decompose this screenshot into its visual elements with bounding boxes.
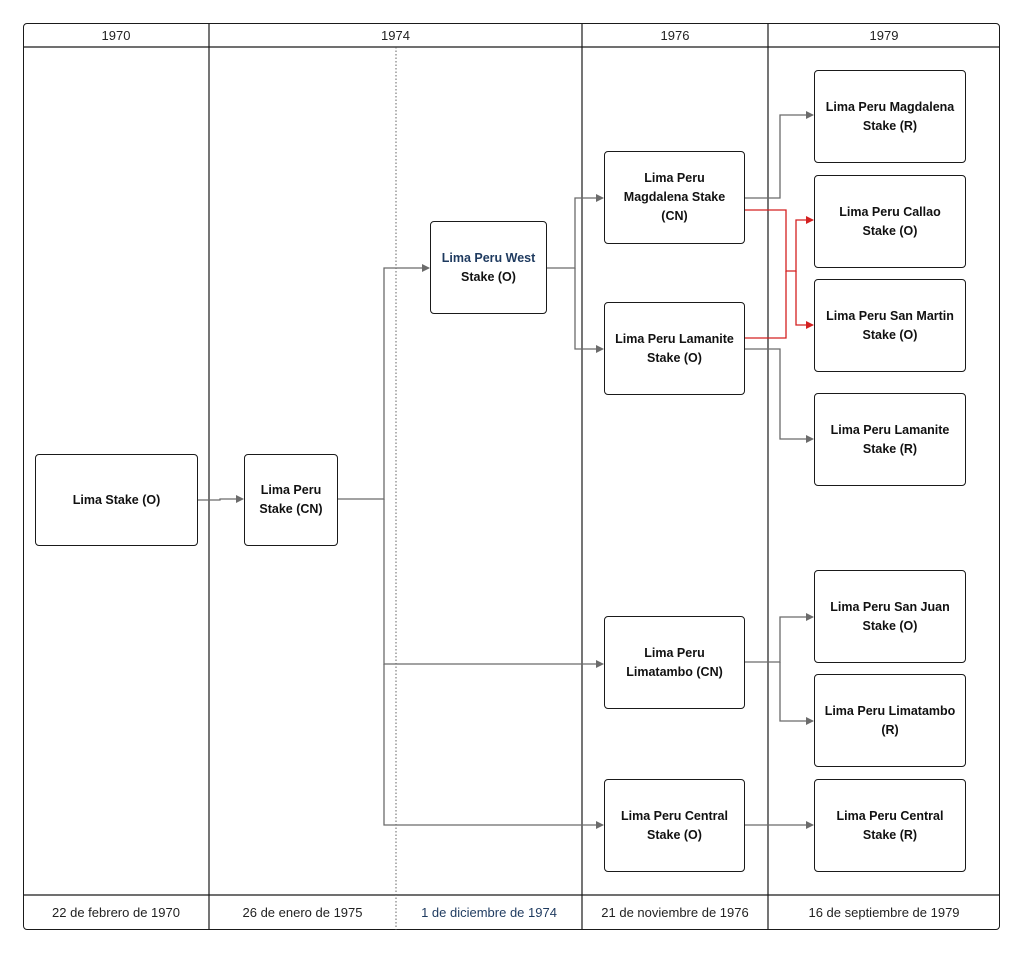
connector-magdalena-to-magdalena-r bbox=[745, 111, 814, 199]
node-magdalena-cn[interactable]: Lima Peru Magdalena Stake (CN) bbox=[604, 151, 745, 244]
node-lima-peru-stake[interactable]: Lima Peru Stake (CN) bbox=[244, 454, 338, 546]
connector-lamanite-to-lamanite-r bbox=[745, 348, 814, 443]
node-label: Lima Peru Magdalena Stake (CN) bbox=[623, 171, 726, 223]
connector-west-to-magdalena bbox=[547, 194, 604, 269]
connector-lima-to-limaperu bbox=[198, 495, 244, 503]
node-label: Lima Peru Central Stake (R) bbox=[836, 808, 944, 842]
node-label: Lima Stake (O) bbox=[72, 492, 161, 507]
highlight-connectors bbox=[745, 209, 814, 339]
header-year-1974: 1974 bbox=[381, 27, 410, 43]
header-year-1970: 1970 bbox=[101, 27, 131, 43]
node-label-line-2: Stake (O) bbox=[461, 269, 516, 284]
node-lima-stake[interactable]: Lima Stake (O) bbox=[35, 454, 198, 546]
node-label: Lima Peru San Juan Stake (O) bbox=[830, 599, 950, 633]
node-san-juan-o[interactable]: Lima Peru San Juan Stake (O) bbox=[814, 570, 966, 663]
connector-limatambo-to-san-juan bbox=[745, 613, 814, 663]
connector-magdalena-to-callao bbox=[745, 209, 814, 272]
footer-date-3: 1 de diciembre de 1974 bbox=[421, 905, 557, 920]
node-label: Lima Peru Stake (CN) bbox=[259, 483, 323, 516]
connector-limatambo-to-limatambo-r bbox=[779, 662, 814, 725]
node-callao-o[interactable]: Lima Peru Callao Stake (O) bbox=[814, 175, 966, 268]
header-year-1979: 1979 bbox=[869, 27, 899, 43]
grid-lines bbox=[23, 23, 1000, 930]
node-label: Lima Peru West Stake (O) bbox=[442, 249, 536, 287]
node-limatambo-cn[interactable]: Lima Peru Limatambo (CN) bbox=[604, 616, 745, 709]
footer-date-1: 22 de febrero de 1970 bbox=[52, 905, 180, 920]
connectors bbox=[198, 111, 814, 829]
node-label: Lima Peru Lamanite Stake (R) bbox=[830, 422, 950, 456]
node-label: Lima Peru Lamanite Stake (O) bbox=[615, 331, 734, 365]
connector-limaperu-to-limatambo bbox=[383, 499, 604, 668]
node-lamanite-r[interactable]: Lima Peru Lamanite Stake (R) bbox=[814, 393, 966, 486]
connector-limaperu-to-central bbox=[383, 664, 604, 829]
node-label: Lima Peru Callao Stake (O) bbox=[839, 204, 941, 238]
node-lima-peru-west-stake[interactable]: Lima Peru West Stake (O) bbox=[430, 221, 547, 314]
node-label: Lima Peru San Martin Stake (O) bbox=[826, 308, 954, 342]
node-label: Lima Peru Magdalena Stake (R) bbox=[825, 99, 955, 133]
node-central-r[interactable]: Lima Peru Central Stake (R) bbox=[814, 779, 966, 872]
footer-date-5: 16 de septiembre de 1979 bbox=[808, 905, 960, 920]
header-year-1976: 1976 bbox=[660, 27, 690, 43]
node-magdalena-r[interactable]: Lima Peru Magdalena Stake (R) bbox=[814, 70, 966, 163]
footer-date-2: 26 de enero de 1975 bbox=[242, 905, 363, 920]
footer-date-4: 21 de noviembre de 1976 bbox=[601, 905, 749, 920]
node-label: Lima Peru Limatambo (CN) bbox=[626, 645, 723, 679]
node-label: Lima Peru Central Stake (O) bbox=[621, 808, 728, 842]
connector-west-to-lamanite bbox=[574, 268, 604, 353]
node-label-line-1: Lima Peru West bbox=[441, 250, 536, 265]
node-lamanite-o[interactable]: Lima Peru Lamanite Stake (O) bbox=[604, 302, 745, 395]
node-san-martin-o[interactable]: Lima Peru San Martin Stake (O) bbox=[814, 279, 966, 372]
connector-magdalena-to-san-martin bbox=[795, 271, 814, 329]
node-label: Lima Peru Limatambo (R) bbox=[824, 703, 956, 737]
node-central-o[interactable]: Lima Peru Central Stake (O) bbox=[604, 779, 745, 872]
connector-limaperu-to-west bbox=[338, 264, 430, 500]
timeline-frame bbox=[23, 23, 1000, 930]
connector-lamanite-to-split bbox=[745, 271, 787, 339]
node-limatambo-r[interactable]: Lima Peru Limatambo (R) bbox=[814, 674, 966, 767]
